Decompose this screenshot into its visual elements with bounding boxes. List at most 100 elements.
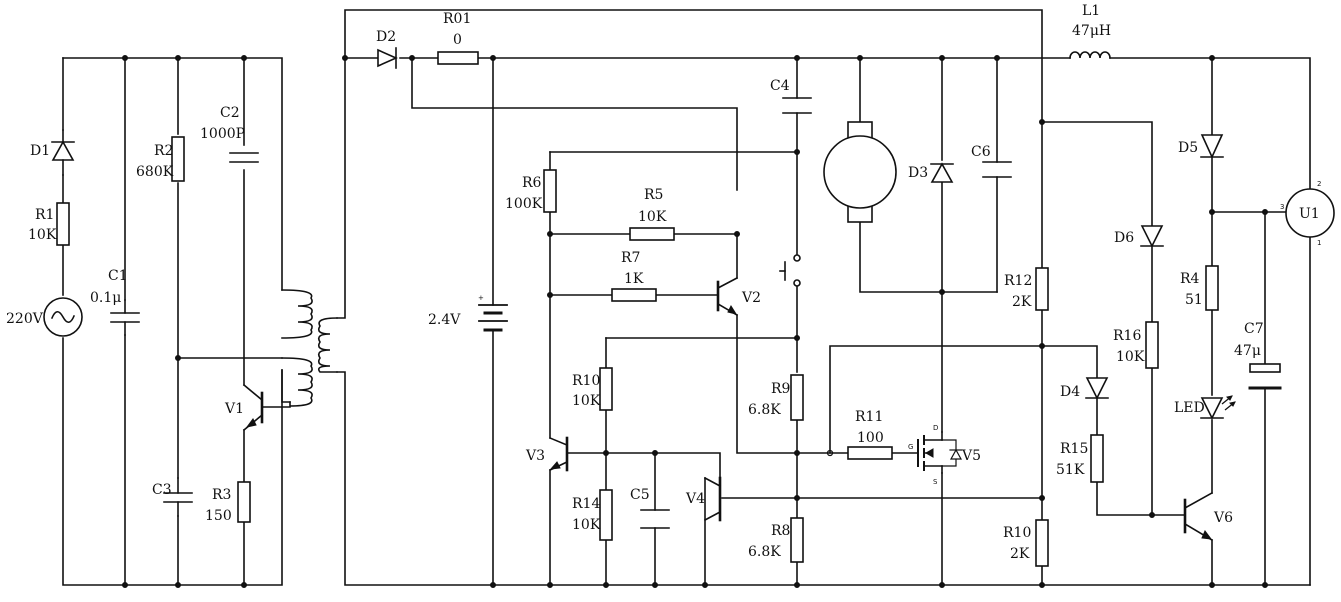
resistor-r3 [237,481,251,523]
label-r3: R3 [212,487,231,503]
value-l1: 47μH [1072,23,1111,39]
label-c1: C1 [108,268,128,284]
value-r15: 51K [1056,462,1085,478]
label-r15: R15 [1060,441,1088,457]
label-d5: D5 [1178,140,1198,156]
value-r4: 51 [1185,292,1203,308]
diode-d4 [1085,377,1109,400]
transistor-v2 [716,276,739,317]
value-r14: 10K [572,517,601,533]
transistor-v3 [548,436,569,472]
diode-d2 [377,47,398,69]
value-r2: 680K [136,164,174,180]
transformer [281,289,338,407]
label-u1-pin2: 2 [1317,180,1321,188]
label-r11: R11 [855,409,883,425]
resistor-r01 [437,51,479,65]
value-r11: 100 [857,430,884,446]
value-c1: 0.1μ [90,290,121,306]
resistor-r9 [790,374,804,421]
label-v2: V2 [741,290,761,306]
label-v4: V4 [685,491,705,507]
value-r16: 10K [1116,349,1145,365]
mosfet-v5 [917,431,963,474]
resistor-r6 [543,169,557,213]
label-v5-source: S [933,478,938,486]
label-r1: R1 [35,207,54,223]
label-d6: D6 [1114,230,1134,246]
diode-d5 [1200,134,1224,159]
label-d3: D3 [908,165,928,181]
capacitor-c4 [782,97,812,114]
label-r10a: R10 [572,373,600,389]
label-c5: C5 [630,487,650,503]
resistor-r14 [599,489,613,541]
capacitor-c7 [1248,363,1282,390]
motor [823,121,897,223]
resistor-r1 [56,202,70,246]
transistor-v4 [703,476,722,522]
label-v1: V1 [224,401,244,417]
value-r12: 2K [1012,294,1032,310]
value-c7: 47μ [1234,343,1261,359]
value-c2: 1000P [200,126,245,142]
label-u1-pin1: 1 [1317,239,1321,247]
led [1200,395,1236,420]
capacitor-c3 [163,477,193,517]
label-v3: V3 [525,448,545,464]
label-r2: R2 [154,143,173,159]
wires [62,9,1311,586]
label-u1-pin3: 3 [1280,203,1284,211]
resistor-r16 [1145,321,1159,369]
label-r9: R9 [771,381,790,397]
label-r12: R12 [1004,273,1032,289]
label-v5-drain: D [933,424,938,432]
resistor-r15 [1090,434,1104,483]
label-v5: V5 [961,448,981,464]
resistor-r10b [1035,519,1049,567]
resistor-r2 [171,136,185,182]
value-r1: 10K [28,227,57,243]
label-v5-gate: G [908,443,913,451]
label-r4: R4 [1180,271,1200,287]
resistor-r10a [599,367,613,411]
push-switch [779,254,801,287]
value-r8: 6.8K [748,544,781,560]
capacitor-c5 [640,509,670,529]
capacitor-c6 [982,161,1012,178]
label-d1: D1 [30,143,50,159]
capacitor-c2 [229,152,259,163]
diode-d1 [51,129,75,176]
resistor-r8 [790,517,804,563]
label-led: LED [1174,400,1205,416]
resistor-r7 [611,288,657,302]
label-r5: R5 [644,187,663,203]
resistor-r12 [1035,267,1049,311]
label-v6: V6 [1213,510,1233,526]
value-r10b: 2K [1010,546,1030,562]
label-d2: D2 [376,29,396,45]
label-c7: C7 [1244,321,1264,337]
inductor-l1 [1069,51,1111,59]
label-c6: C6 [971,144,991,160]
label-l1: L1 [1082,3,1100,19]
label-bat: 2.4V [428,312,461,328]
battery-2v4 [478,304,508,332]
label-r8: R8 [771,523,790,539]
value-r7: 1K [624,271,644,287]
label-ac: 220V [6,311,44,327]
resistor-r11 [847,446,893,460]
label-c4: C4 [770,78,790,94]
label-r14: R14 [572,496,600,512]
resistor-r5 [629,227,675,241]
value-r6: 100K [505,196,543,212]
label-c2: C2 [220,105,240,121]
value-r9: 6.8K [748,402,781,418]
battery-plus-mark: + [478,294,484,302]
resistor-r4 [1205,265,1219,311]
value-r3: 150 [205,508,232,524]
label-r16: R16 [1113,328,1141,344]
label-u1: U1 [1299,206,1320,222]
transistor-v1 [242,383,291,432]
